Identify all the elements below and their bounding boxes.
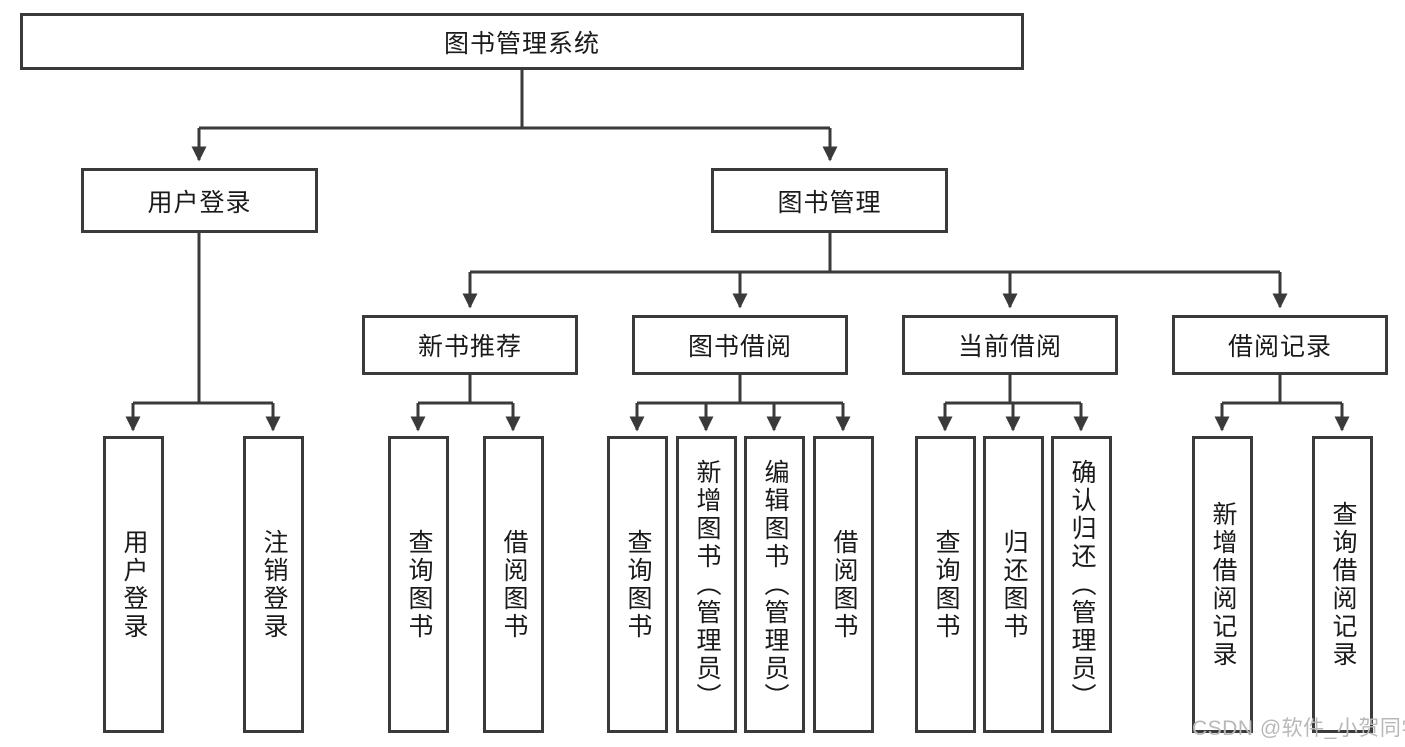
node-root-label: 图书管理系统 bbox=[443, 29, 600, 58]
node-leaf-add-book-label: 新增图书（管理员） bbox=[693, 458, 721, 711]
node-new-book-recommend-label: 新书推荐 bbox=[417, 333, 522, 361]
node-leaf-add-book[interactable]: 新增图书（管理员） bbox=[676, 436, 737, 733]
node-leaf-edit-book-label: 编辑图书（管理员） bbox=[761, 458, 789, 711]
node-user-login[interactable]: 用户登录 bbox=[81, 168, 318, 233]
node-leaf-query-book-3[interactable]: 查询图书 bbox=[915, 436, 976, 733]
node-leaf-user-login[interactable]: 用户登录 bbox=[103, 436, 164, 733]
node-leaf-return-book-label: 归还图书 bbox=[1000, 528, 1028, 641]
node-leaf-borrow-book-2-label: 借阅图书 bbox=[830, 528, 858, 641]
node-leaf-query-record-label: 查询借阅记录 bbox=[1329, 500, 1357, 669]
node-leaf-logout-login[interactable]: 注销登录 bbox=[243, 436, 304, 733]
node-borrow-record[interactable]: 借阅记录 bbox=[1172, 315, 1388, 375]
node-leaf-query-book-3-label: 查询图书 bbox=[932, 528, 960, 641]
node-leaf-confirm-return-label: 确认归还（管理员） bbox=[1068, 458, 1096, 711]
node-leaf-user-login-label: 用户登录 bbox=[120, 528, 148, 641]
node-leaf-borrow-book-2[interactable]: 借阅图书 bbox=[813, 436, 874, 733]
node-leaf-add-record[interactable]: 新增借阅记录 bbox=[1192, 436, 1253, 733]
node-book-manage-label: 图书管理 bbox=[777, 188, 882, 217]
node-leaf-query-book-2-label: 查询图书 bbox=[624, 528, 652, 641]
node-root[interactable]: 图书管理系统 bbox=[20, 13, 1024, 70]
node-user-login-label: 用户登录 bbox=[147, 188, 252, 217]
node-current-borrow[interactable]: 当前借阅 bbox=[902, 315, 1118, 375]
node-leaf-query-record[interactable]: 查询借阅记录 bbox=[1312, 436, 1373, 733]
node-leaf-query-book-2[interactable]: 查询图书 bbox=[607, 436, 668, 733]
node-leaf-edit-book[interactable]: 编辑图书（管理员） bbox=[744, 436, 805, 733]
node-leaf-borrow-book-1-label: 借阅图书 bbox=[500, 528, 528, 641]
node-current-borrow-label: 当前借阅 bbox=[957, 333, 1062, 361]
node-leaf-confirm-return[interactable]: 确认归还（管理员） bbox=[1051, 436, 1112, 733]
node-leaf-add-record-label: 新增借阅记录 bbox=[1209, 500, 1237, 669]
node-leaf-logout-login-label: 注销登录 bbox=[260, 528, 288, 641]
node-leaf-query-book-1-label: 查询图书 bbox=[405, 528, 433, 641]
node-leaf-borrow-book-1[interactable]: 借阅图书 bbox=[483, 436, 544, 733]
node-book-borrow[interactable]: 图书借阅 bbox=[632, 315, 848, 375]
node-leaf-return-book[interactable]: 归还图书 bbox=[983, 436, 1044, 733]
watermark-text: CSDN @软件_小贺同学 bbox=[1192, 717, 1405, 740]
node-book-borrow-label: 图书借阅 bbox=[687, 333, 792, 361]
node-book-manage[interactable]: 图书管理 bbox=[711, 168, 948, 233]
node-borrow-record-label: 借阅记录 bbox=[1227, 333, 1332, 361]
node-new-book-recommend[interactable]: 新书推荐 bbox=[362, 315, 578, 375]
node-leaf-query-book-1[interactable]: 查询图书 bbox=[388, 436, 449, 733]
